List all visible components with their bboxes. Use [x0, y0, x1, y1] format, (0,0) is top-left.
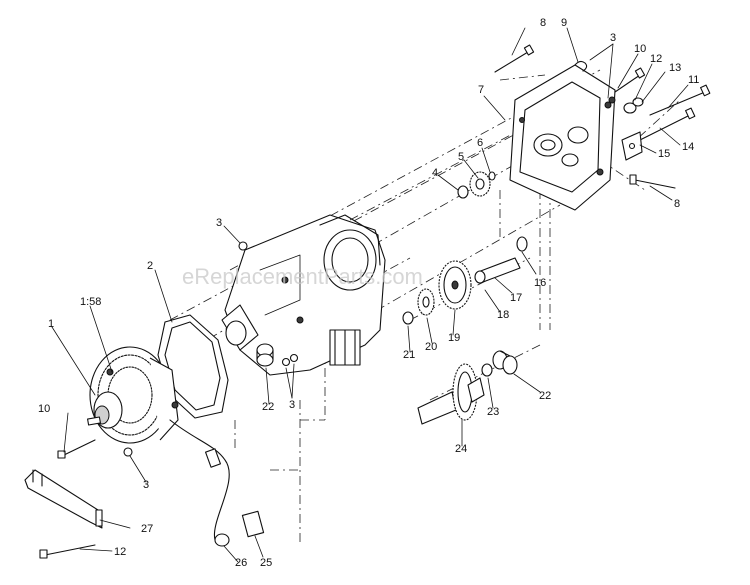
callout-22-left: 22 — [262, 401, 274, 413]
callout-19: 19 — [448, 332, 460, 344]
washers-12-13 — [608, 96, 644, 114]
callout-12-bottom: 12 — [114, 546, 126, 558]
washer-23 — [481, 363, 493, 377]
callout-3-center: 3 — [289, 399, 295, 411]
callout-5: 5 — [458, 151, 464, 163]
callout-6: 6 — [477, 137, 483, 149]
washers-3-center — [281, 353, 299, 367]
gear-19 — [438, 260, 472, 310]
callout-20: 20 — [425, 341, 437, 353]
ring-6 — [488, 171, 496, 181]
callout-17: 17 — [510, 292, 522, 304]
callout-18: 18 — [497, 309, 509, 321]
callout-8-top: 8 — [540, 17, 546, 29]
bracket-27 — [24, 469, 103, 529]
shaft-17 — [474, 257, 521, 284]
bolt-10-left — [57, 439, 96, 459]
callout-1-58: 1:58 — [80, 296, 101, 308]
callout-16: 16 — [534, 277, 546, 289]
washer-16 — [516, 236, 528, 252]
callout-8-right: 8 — [674, 198, 680, 210]
callout-12-top: 12 — [650, 53, 662, 65]
callout-23: 23 — [487, 406, 499, 418]
callout-14: 14 — [682, 141, 694, 153]
gear-5 — [469, 171, 491, 197]
leader-lines — [51, 27, 689, 563]
callout-21: 21 — [403, 349, 415, 361]
transmission-housing — [221, 214, 386, 376]
bushing-21 — [402, 311, 414, 325]
gear-20 — [417, 288, 435, 316]
bolt-10-top — [614, 67, 646, 93]
callout-3-left: 3 — [143, 479, 149, 491]
bolt-11 — [649, 84, 711, 116]
callout-26: 26 — [235, 557, 247, 569]
gasket-2 — [157, 314, 229, 419]
callout-24: 24 — [455, 443, 467, 455]
callout-13: 13 — [669, 62, 681, 74]
callout-2: 2 — [147, 260, 153, 272]
bracket-15 — [621, 131, 643, 161]
callout-22-right: 22 — [539, 390, 551, 402]
callout-4: 4 — [432, 167, 438, 179]
callout-15: 15 — [658, 148, 670, 160]
bolt-8-right — [629, 174, 676, 189]
callout-9: 9 — [561, 17, 567, 29]
bolt-8-top — [494, 44, 535, 73]
callout-11: 11 — [688, 74, 699, 86]
callout-10-left: 10 — [38, 403, 50, 415]
washer-3-top — [238, 241, 248, 251]
motor-fan-1 — [87, 346, 179, 444]
callout-3-housing: 3 — [216, 217, 222, 229]
callout-3-top-right: 3 — [610, 32, 616, 44]
callout-25: 25 — [260, 557, 272, 569]
callout-27: 27 — [141, 523, 153, 535]
tube-assembly-25-26 — [169, 419, 265, 547]
callout-1: 1 — [48, 318, 54, 330]
bolt-12-bottom — [39, 544, 96, 559]
callout-labels: 8 9 3 10 12 13 11 7 14 15 8 6 5 4 3 2 1:… — [38, 17, 699, 569]
bearing-22-right — [492, 350, 518, 375]
bolt-14 — [639, 107, 696, 141]
bearing-4 — [457, 185, 469, 199]
washer-3-left — [123, 447, 133, 457]
watermark: eReplacementParts.com — [182, 264, 423, 289]
callout-7: 7 — [478, 84, 484, 96]
rear-cover-housing — [509, 64, 616, 211]
output-shaft-24 — [417, 363, 485, 425]
bearing-22-left — [256, 343, 274, 367]
callout-10-top: 10 — [634, 43, 646, 55]
